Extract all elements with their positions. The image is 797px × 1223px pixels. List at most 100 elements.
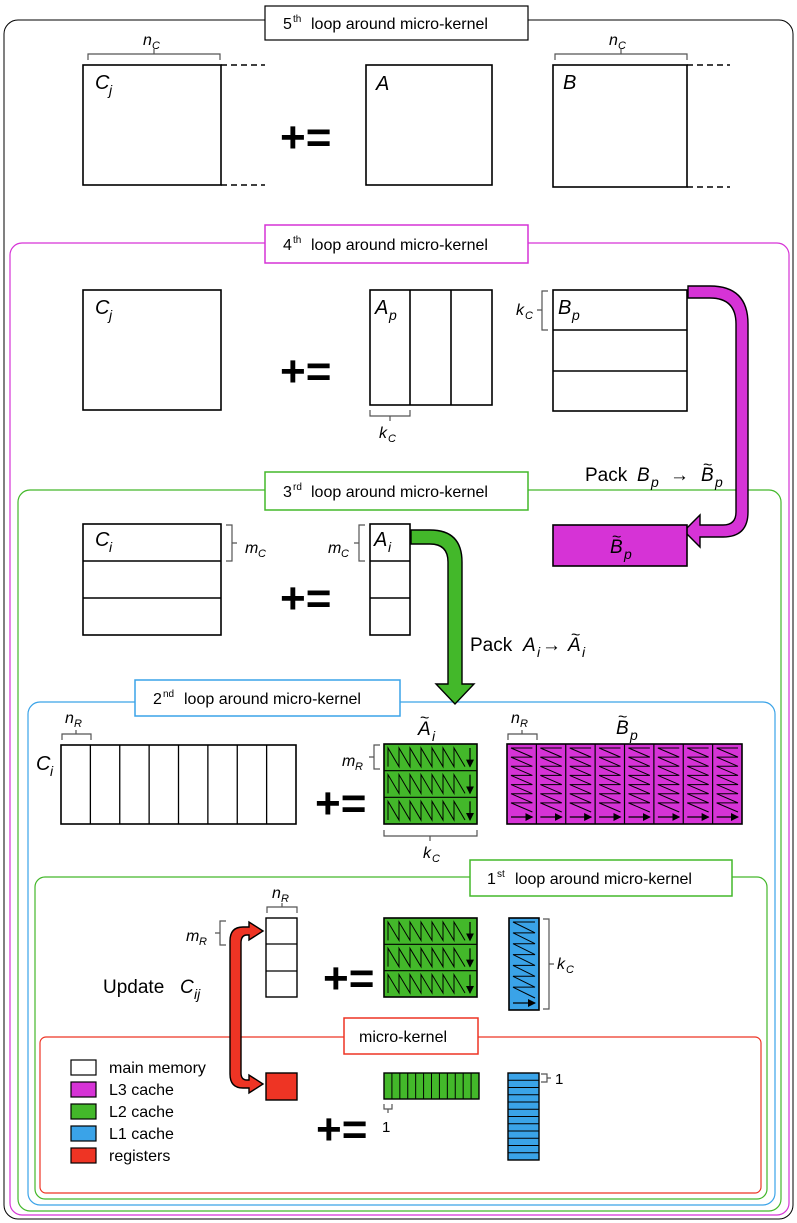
svg-text:st: st [497,869,505,880]
svg-text:A: A [375,73,389,95]
svg-text:nd: nd [163,689,174,700]
svg-text:i: i [537,644,541,660]
svg-text:A: A [417,719,431,740]
svg-text:i: i [582,644,586,660]
update-cij-label: Update C ij [103,977,201,1002]
matrix-Ci-3: C i [82,523,222,636]
svg-text:B: B [701,465,714,486]
svg-text:th: th [293,14,301,25]
svg-text:~: ~ [612,529,621,546]
svg-text:A: A [567,635,581,656]
svg-text:loop around micro-kernel: loop around micro-kernel [311,237,488,254]
svg-text:B: B [637,465,650,486]
svg-text:i: i [50,763,54,779]
svg-text:i: i [109,539,113,555]
pack-b-arrow [683,285,749,549]
kc-brace-ap: k C [369,410,411,445]
nr-brace-bp: n R [507,710,538,740]
one-brace-row: 1 [382,1104,393,1136]
svg-text:R: R [281,893,289,905]
microkernel-title: micro-kernel [343,1017,479,1055]
svg-text:m: m [245,540,258,557]
kc-brace-ai: k C [383,830,478,865]
svg-text:B: B [616,718,629,739]
pack-a-label: Pack A i → ~ A i [470,627,586,660]
svg-text:th: th [293,235,301,246]
svg-text:B: B [558,297,571,319]
loop5-title: 5 th loop around micro-kernel [264,5,529,41]
svg-text:k: k [379,425,388,442]
svg-text:loop around micro-kernel: loop around micro-kernel [515,871,692,888]
update-op-4: += [280,347,331,396]
svg-text:rd: rd [293,482,302,493]
svg-text:3: 3 [283,484,292,501]
svg-text:k: k [557,956,566,973]
svg-text:C: C [618,40,626,52]
svg-text:4: 4 [283,237,292,254]
legend-label: registers [109,1148,170,1165]
svg-text:R: R [199,936,207,948]
nr-brace-cij: n R [266,885,298,913]
svg-text:n: n [511,710,520,727]
update-op-3: += [280,574,331,623]
svg-text:p: p [623,546,632,562]
svg-text:i: i [432,728,436,744]
svg-text:B: B [563,72,576,94]
svg-text:R: R [520,718,528,730]
micro-panel-A [383,917,478,998]
svg-text:C: C [388,433,396,445]
mc-brace-ai: m C [328,524,365,562]
pack-b-label: Pack B p → ~ B p [585,457,723,490]
loop3-title: 3 rd loop around micro-kernel [264,471,529,511]
update-op-mk: += [316,1105,367,1154]
svg-text:1: 1 [555,1071,563,1088]
kc-brace-mb: k C [543,918,574,1010]
update-op-5: += [280,113,331,162]
mr-brace-ai: m R [342,744,380,773]
svg-text:C: C [95,72,110,94]
loop4-title: 4 th loop around micro-kernel [264,224,529,264]
svg-text:j: j [107,82,113,98]
svg-text:k: k [423,845,432,862]
legend-label: main memory [109,1060,206,1077]
matrix-Ci-2: C i [36,744,297,825]
svg-text:→: → [542,635,561,656]
legend-swatch [70,1081,97,1098]
l1-vector-column [507,1072,540,1161]
packed-Bp-label: ~ B p [616,709,638,743]
packed-Ai-panel [383,743,478,825]
svg-text:B: B [610,537,623,558]
svg-text:R: R [74,718,82,730]
svg-text:1: 1 [487,871,496,888]
loop2-frame [27,701,776,1206]
svg-text:n: n [65,710,74,727]
loop2-title: 2 nd loop around micro-kernel [134,679,401,717]
svg-text:~: ~ [420,710,429,727]
legend-swatch [70,1147,97,1164]
mr-brace-cij: m R [186,920,226,948]
register-block [265,1072,298,1101]
pack-a-arrow [410,529,476,706]
svg-text:A: A [373,529,387,551]
svg-text:m: m [186,928,199,945]
svg-text:n: n [143,32,152,49]
svg-text:C: C [566,964,574,976]
svg-text:micro-kernel: micro-kernel [359,1029,447,1046]
legend-label: L2 cache [109,1104,174,1121]
svg-text:loop around micro-kernel: loop around micro-kernel [311,16,488,33]
nr-brace-ci: n R [61,710,92,740]
kc-brace-bp: k C [516,290,548,331]
svg-text:loop around micro-kernel: loop around micro-kernel [311,484,488,501]
legend-swatch [70,1125,97,1142]
svg-text:Pack: Pack [470,635,513,656]
svg-text:p: p [388,307,397,323]
svg-text:2: 2 [153,691,162,708]
svg-text:~: ~ [703,457,712,474]
svg-text:C: C [152,40,160,52]
svg-text:p: p [571,307,580,323]
svg-text:k: k [516,302,525,319]
svg-text:n: n [272,885,281,902]
svg-text:A: A [522,635,536,656]
